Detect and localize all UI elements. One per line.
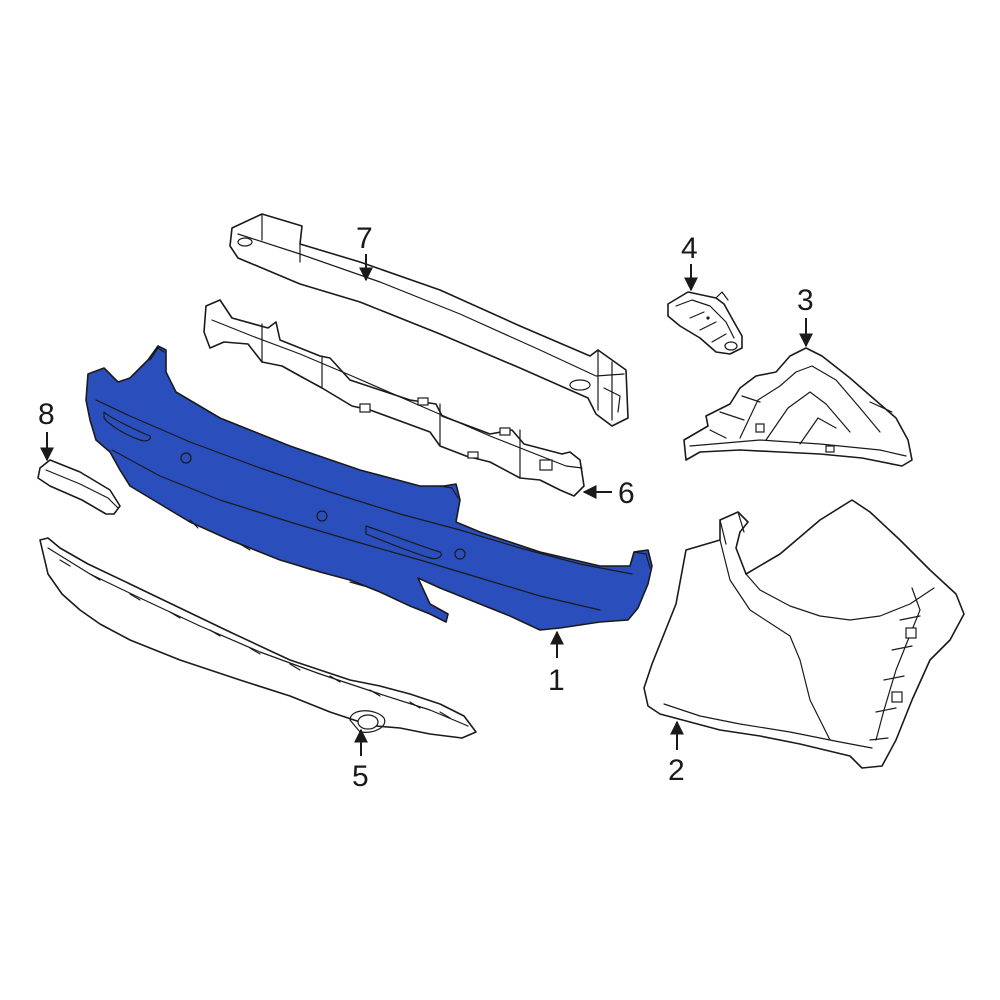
callout-5: 5	[352, 728, 369, 793]
side-cover-part[interactable]	[643, 499, 965, 769]
callout-6-label: 6	[618, 477, 635, 510]
callout-8: 8	[38, 398, 55, 462]
callout-1-label: 1	[548, 664, 565, 697]
callout-7: 7	[356, 222, 373, 282]
callout-3-label: 3	[797, 284, 814, 317]
callout-1: 1	[548, 630, 565, 697]
callout-3: 3	[797, 284, 814, 348]
side-guide-part[interactable]	[667, 291, 743, 355]
callout-2: 2	[668, 720, 685, 787]
reinforcement-beam-part[interactable]	[229, 213, 629, 427]
bumper-bracket-part[interactable]	[683, 347, 913, 467]
bumper-cover-shape	[85, 345, 653, 631]
callout-5-label: 5	[352, 760, 369, 793]
callout-4-label: 4	[681, 232, 698, 265]
callout-8-label: 8	[38, 398, 55, 431]
callout-4: 4	[681, 232, 698, 292]
lower-valance-part[interactable]	[39, 537, 477, 739]
callout-2-label: 2	[668, 754, 685, 787]
energy-absorber-part[interactable]	[203, 299, 585, 497]
callout-7-label: 7	[356, 222, 373, 255]
bumper-cover-part[interactable]	[85, 345, 653, 631]
callout-6: 6	[582, 477, 635, 510]
reflector-part[interactable]	[37, 459, 121, 515]
